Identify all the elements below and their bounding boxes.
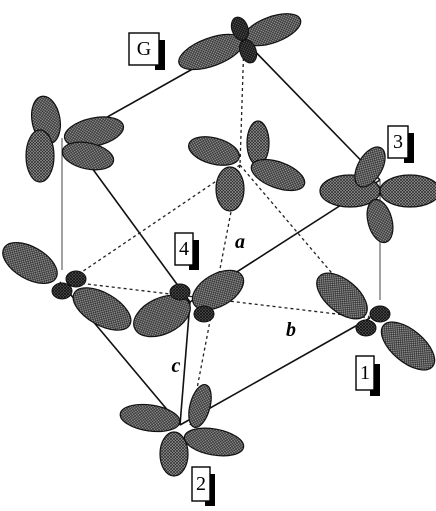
edge-top-right-to-right-upper: [243, 39, 381, 181]
axis-label-b: b: [286, 319, 296, 341]
axis-label-c: c: [172, 355, 181, 377]
site-label-3: 3: [387, 125, 414, 163]
dashed-back-center-to-left-mid: [69, 164, 241, 281]
lattice-edges: [59, 39, 381, 426]
edge-bottom-to-right-lower: [179, 317, 371, 426]
orbital-bottom: [119, 383, 245, 477]
site-label-2-text: 2: [196, 473, 206, 495]
site-label-4: 4: [174, 232, 199, 270]
orbital-right-upper: [319, 146, 436, 244]
orbital-left-middle: [2, 241, 132, 331]
site-label-2: 2: [191, 466, 215, 506]
hidden-edges: [69, 39, 371, 426]
edge-center-to-bottom: [179, 301, 191, 426]
site-label-1: 1: [355, 355, 380, 396]
axis-label-a: a: [235, 231, 245, 253]
site-label-g: G: [128, 32, 165, 70]
dashed-top-right-to-back-center: [239, 39, 245, 166]
orbital-back-center: [188, 120, 306, 212]
site-label-g-text: G: [137, 38, 151, 60]
orbital-center: [133, 269, 245, 338]
orbital-top-left: [25, 95, 125, 183]
orbital-top-right: [178, 13, 302, 71]
site-label-3-text: 3: [393, 131, 403, 153]
site-label-4-text: 4: [179, 238, 189, 260]
site-label-1-text: 1: [360, 362, 370, 384]
orbital-right-lower: [316, 272, 436, 371]
